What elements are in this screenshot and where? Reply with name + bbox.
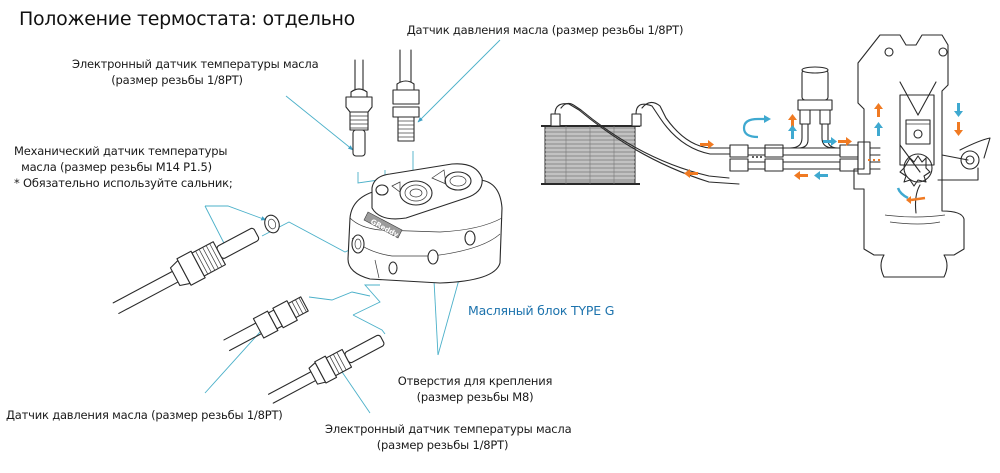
label-oil-block-type: Масляный блок TYPE G — [468, 303, 615, 319]
label-line: Датчик давления масла (размер резьбы 1/8… — [406, 23, 684, 37]
label-line: Масляный блок TYPE G — [468, 303, 615, 318]
mounting-hole-1 — [427, 249, 439, 265]
leader-block-side — [352, 284, 381, 316]
oil-flow-diagram — [541, 34, 991, 278]
center-port — [399, 180, 433, 206]
engine-cross-section — [853, 34, 991, 278]
sealing-washer — [264, 214, 280, 234]
remote-oil-filter — [749, 66, 841, 149]
label-pressure-sensor-top: Датчик давления масла (размер резьбы 1/8… — [400, 22, 690, 38]
arrow-engine-up-hot — [874, 103, 883, 117]
electronic-temp-sensor-bottom — [268, 334, 385, 404]
arrow-from-engine-cold — [814, 171, 828, 180]
label-electronic-temp-sensor-top: Электронный датчик температуры масла (ра… — [72, 56, 319, 88]
arrow-filter-up-hot — [788, 114, 797, 128]
top-port — [444, 171, 472, 191]
label-line: Электронный датчик температуры масла — [325, 422, 572, 436]
oil-cooler — [541, 113, 642, 185]
electronic-temp-sensor-top — [345, 59, 373, 157]
label-mounting-holes: Отверстия для крепления (размер резьбы M… — [395, 373, 555, 405]
label-line: Электронный датчик температуры масла — [72, 57, 319, 71]
label-line: Отверстия для крепления — [397, 374, 553, 388]
leader-pressure-bottom — [204, 321, 270, 394]
sensor-port-top — [375, 184, 389, 196]
label-line: (размер резьбы M8) — [416, 390, 534, 404]
arrow-engine-down-hot — [954, 122, 963, 136]
arrow-filter-up-cold — [788, 125, 797, 139]
leader-temp-bottom-to-block — [352, 314, 386, 335]
arrow-cooler-return — [684, 169, 698, 178]
label-mechanical-temp-sensor: Механический датчик температуры масла (р… — [14, 143, 233, 191]
mounting-hole-2 — [464, 230, 476, 246]
label-pressure-sensor-bottom: Датчик давления масла (размер резьбы 1/8… — [6, 407, 291, 423]
mechanical-temp-sensor — [112, 227, 260, 314]
arrow-engine-up-cold — [874, 122, 883, 136]
label-line: (размер резьбы 1/8PT) — [376, 438, 509, 452]
leader-mechanical-to-washer — [205, 205, 267, 221]
label-electronic-temp-sensor-bottom: Электронный датчик температуры масла (ра… — [325, 421, 572, 453]
label-note: * Обязательно используйте сальник; — [14, 176, 233, 190]
pressure-sensor-top — [392, 49, 420, 142]
flow-arrows — [684, 103, 963, 204]
arrow-hot-to-cooler — [700, 140, 714, 149]
arrow-bypass-u-turn — [742, 115, 771, 139]
leader-pressure-top — [417, 39, 501, 123]
label-line: Датчик давления масла (размер резьбы 1/8… — [6, 408, 283, 422]
leader-electronic-temp-top — [285, 95, 354, 151]
diagram-title: Положение термостата: отдельно — [19, 8, 355, 30]
sensor-port-front — [388, 261, 398, 275]
arrow-to-engine-cold — [823, 137, 837, 146]
label-line: (размер резьбы 1/8PT) — [111, 73, 243, 87]
arrow-engine-down-cold — [954, 103, 963, 117]
label-line: масла (размер резьбы M14 P1.5) — [21, 160, 212, 174]
arrow-to-engine-hot — [838, 137, 852, 146]
label-line: Механический датчик температуры — [14, 144, 228, 158]
crank-pulley — [960, 150, 980, 170]
pressure-sensor-bottom — [223, 296, 309, 352]
leader-electronic-temp-bottom — [337, 365, 371, 414]
leader-lines — [204, 39, 501, 414]
arrow-pump-rotation — [896, 187, 926, 204]
sensor-port-left — [351, 234, 365, 254]
oil-pump — [903, 153, 933, 183]
arrow-from-engine-hot — [794, 171, 808, 180]
oil-block-type-g: GReddy — [347, 163, 503, 284]
leader-pressure-bottom-to-block — [308, 291, 371, 301]
